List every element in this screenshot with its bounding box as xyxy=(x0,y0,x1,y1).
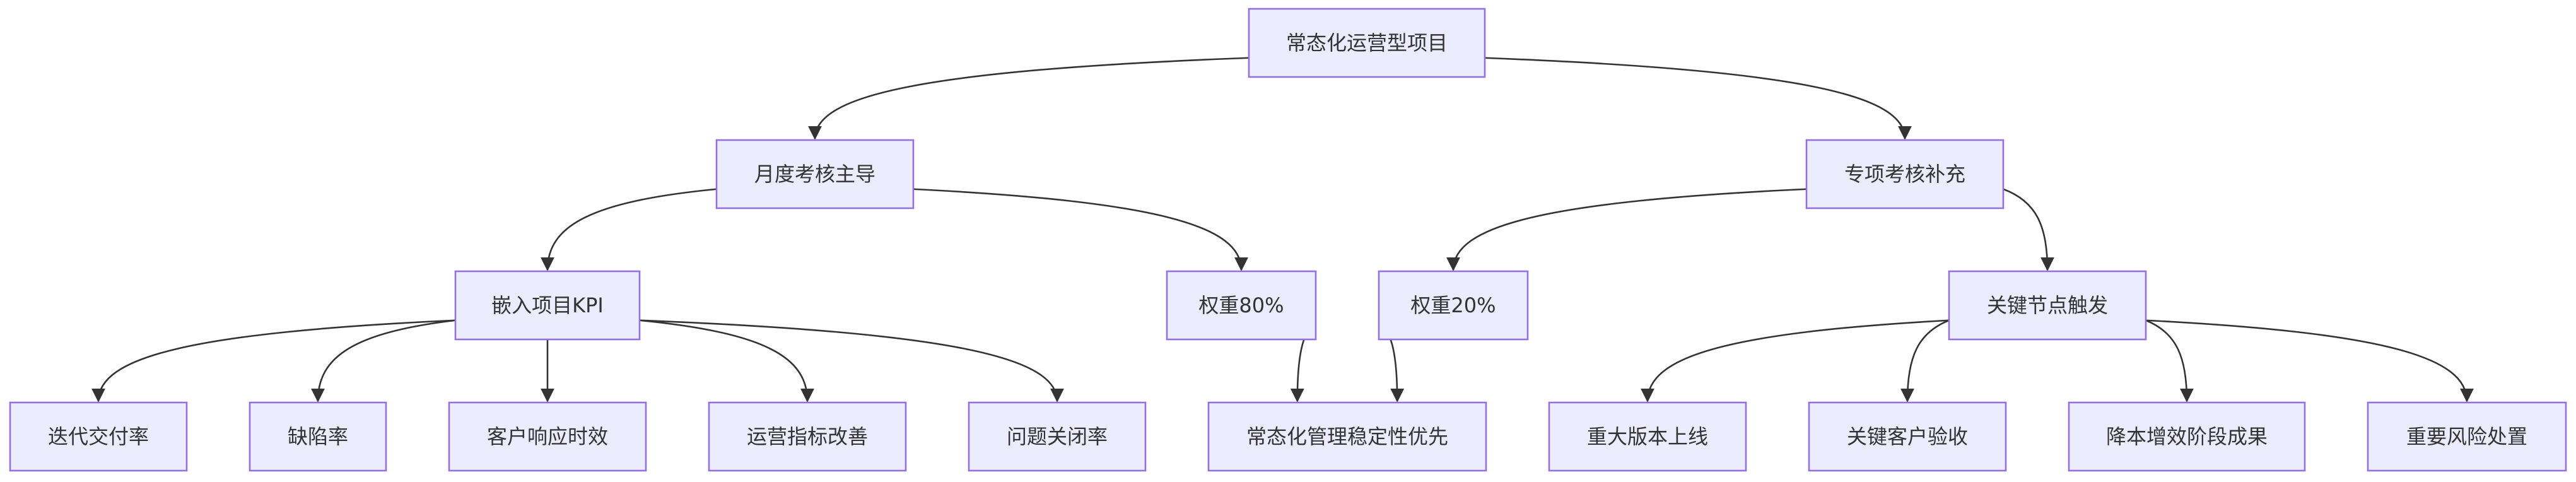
node-ops-box xyxy=(708,401,907,472)
node-resp: 客户响应时效 xyxy=(448,401,647,472)
node-resp-box xyxy=(448,401,647,472)
node-cost-label: 降本增效阶段成果 xyxy=(2106,425,2268,449)
node-root: 常态化运营型项目 xyxy=(1248,8,1486,78)
node-w20-box xyxy=(1378,270,1529,341)
node-kpi-box xyxy=(454,270,641,341)
node-release-label: 重大版本上线 xyxy=(1587,425,1708,449)
node-trigger-label: 关键节点触发 xyxy=(1987,293,2108,317)
node-accept: 关键客户验收 xyxy=(1808,401,2007,472)
node-w80-label: 权重80% xyxy=(1198,293,1284,317)
node-monthly-label: 月度考核主导 xyxy=(754,162,875,186)
node-iter-label: 迭代交付率 xyxy=(48,425,149,449)
node-resp-label: 客户响应时效 xyxy=(487,425,608,449)
node-w20-label: 权重20% xyxy=(1410,293,1496,317)
node-w80: 权重80% xyxy=(1166,270,1317,341)
edge-special-to-w20 xyxy=(1446,188,1807,271)
edge-kpi-to-close xyxy=(639,319,1064,403)
node-trigger: 关键节点触发 xyxy=(1948,270,2147,341)
edge-kpi-to-iter xyxy=(91,319,456,403)
node-monthly-box xyxy=(715,139,915,209)
node-stable-label: 常态化管理稳定性优先 xyxy=(1246,425,1448,449)
edge-kpi-to-defect xyxy=(311,319,456,403)
node-accept-label: 关键客户验收 xyxy=(1847,425,1968,449)
node-release-box xyxy=(1548,401,1747,472)
node-cost: 降本增效阶段成果 xyxy=(2068,401,2306,472)
node-iter-box xyxy=(9,401,188,472)
node-close: 问题关闭率 xyxy=(968,401,1147,472)
edge-special-to-trigger xyxy=(2003,188,2054,271)
edge-monthly-to-kpi xyxy=(541,188,717,271)
node-kpi-label: 嵌入项目KPI xyxy=(491,293,604,317)
node-stable: 常态化管理稳定性优先 xyxy=(1207,401,1487,472)
edge-kpi-to-ops xyxy=(639,319,814,403)
node-risk-box xyxy=(2367,401,2567,472)
node-stable-box xyxy=(1207,401,1487,472)
node-special-box xyxy=(1805,139,2005,209)
node-root-box xyxy=(1248,8,1486,78)
node-ops: 运营指标改善 xyxy=(708,401,907,472)
edge-root-to-special xyxy=(1484,57,1912,140)
node-special: 专项考核补充 xyxy=(1805,139,2005,209)
node-release: 重大版本上线 xyxy=(1548,401,1747,472)
edge-monthly-to-w80 xyxy=(913,188,1248,271)
node-iter: 迭代交付率 xyxy=(9,401,188,472)
edge-root-to-monthly xyxy=(808,57,1250,140)
node-close-label: 问题关闭率 xyxy=(1007,425,1108,449)
node-defect: 缺陷率 xyxy=(249,401,387,472)
node-kpi: 嵌入项目KPI xyxy=(454,270,641,341)
node-ops-label: 运营指标改善 xyxy=(747,425,868,449)
node-cost-box xyxy=(2068,401,2306,472)
node-risk: 重要风险处置 xyxy=(2367,401,2567,472)
node-special-label: 专项考核补充 xyxy=(1844,162,1965,186)
node-defect-label: 缺陷率 xyxy=(288,425,348,449)
node-accept-box xyxy=(1808,401,2007,472)
edge-trigger-to-cost xyxy=(2145,319,2194,403)
edge-trigger-to-accept xyxy=(1900,319,1950,403)
node-w80-box xyxy=(1166,270,1317,341)
node-trigger-box xyxy=(1948,270,2147,341)
node-risk-label: 重要风险处置 xyxy=(2406,425,2527,449)
edges-layer xyxy=(91,57,2474,403)
node-defect-box xyxy=(249,401,387,472)
node-w20: 权重20% xyxy=(1378,270,1529,341)
edge-trigger-to-risk xyxy=(2145,319,2474,403)
node-root-label: 常态化运营型项目 xyxy=(1286,31,1448,55)
edge-trigger-to-release xyxy=(1641,319,1950,403)
node-close-box xyxy=(968,401,1147,472)
node-monthly: 月度考核主导 xyxy=(715,139,915,209)
